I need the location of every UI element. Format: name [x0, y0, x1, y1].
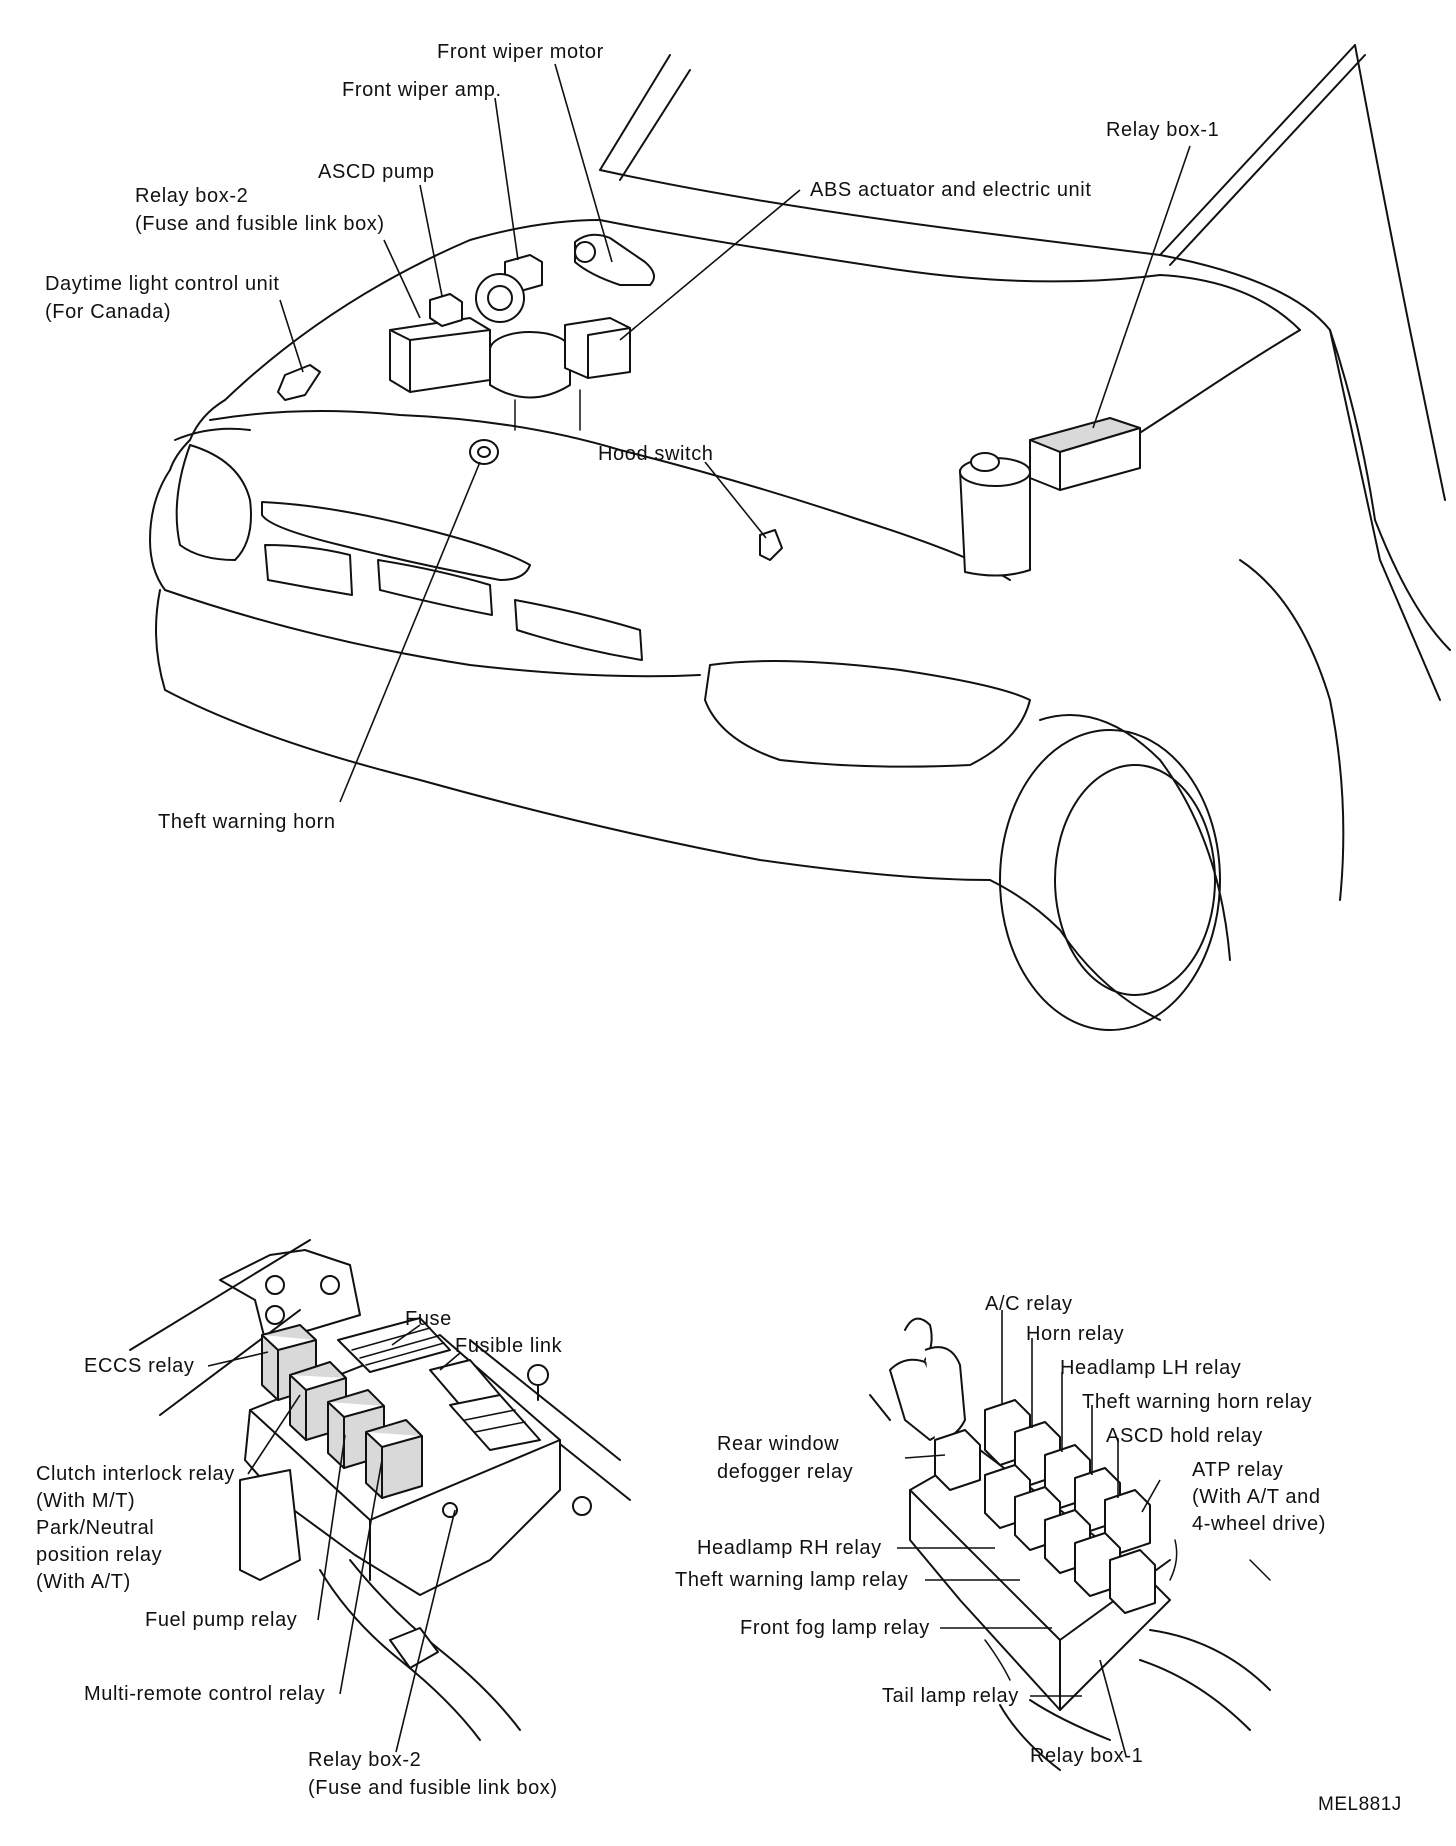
label-fuel-pump-relay: Fuel pump relay: [145, 1609, 297, 1631]
label-atp-line2: (With A/T and: [1192, 1486, 1321, 1508]
label-headlamp-lh-relay: Headlamp LH relay: [1060, 1357, 1241, 1379]
label-theft-warning-lamp-relay: Theft warning lamp relay: [675, 1569, 908, 1591]
label-clutch-line5: (With A/T): [36, 1571, 131, 1593]
label-front-wiper-amp: Front wiper amp.: [342, 79, 502, 101]
leader-rear-defogger: [904, 1454, 946, 1459]
relay-box-1-relays: [934, 1399, 1156, 1614]
relay-box-2-illustration: [129, 1239, 631, 1741]
label-relay-box-1-bottom: Relay box-1: [1030, 1745, 1143, 1767]
label-hood-switch: Hood switch: [598, 443, 714, 465]
label-daytime-light-line1: Daytime light control unit: [45, 273, 280, 295]
leader-theft-warning-horn: [339, 461, 481, 803]
label-relay-box-1: Relay box-1: [1106, 119, 1219, 141]
top-labels: Front wiper motor Front wiper amp. Relay…: [45, 41, 1219, 833]
label-rear-defogger-line1: Rear window: [717, 1433, 839, 1455]
leader-multi-remote-relay: [339, 1459, 383, 1695]
leader-fuse: [391, 1324, 421, 1346]
label-clutch-line3: Park/Neutral: [36, 1517, 154, 1539]
leader-fuel-pump-relay: [317, 1434, 346, 1621]
leader-front-wiper-motor: [554, 63, 613, 263]
vehicle-illustration: [149, 44, 1451, 1031]
leader-fusible-link: [439, 1352, 461, 1371]
leader-relay-box-1-bottom: [1099, 1659, 1127, 1757]
label-atp-line3: 4-wheel drive): [1192, 1513, 1326, 1535]
label-relay-box-2-line1: Relay box-2: [308, 1749, 421, 1771]
label-theft-warning-horn: Theft warning horn: [158, 811, 336, 833]
label-fusible-link: Fusible link: [455, 1335, 563, 1357]
label-clutch-line1: Clutch interlock relay: [36, 1463, 235, 1485]
leader-relay-box-2-bottom: [395, 1509, 456, 1753]
label-clutch-line4: position relay: [36, 1544, 162, 1566]
leader-front-wiper-amp: [494, 97, 519, 261]
label-relay-box-2-line2: (Fuse and fusible link box): [135, 213, 385, 235]
top-leader-lines: [279, 63, 1191, 803]
relay-box-2-leader-lines: [207, 1324, 461, 1753]
relay-box-1-illustration: [869, 1317, 1271, 1771]
label-atp-line1: ATP relay: [1192, 1459, 1283, 1481]
label-relay-box-2-line1: Relay box-2: [135, 185, 248, 207]
label-ascd-pump: ASCD pump: [318, 161, 435, 183]
label-front-fog-lamp-relay: Front fog lamp relay: [740, 1617, 930, 1639]
relay-box-2-labels: Fuse Fusible link ECCS relay Clutch inte…: [36, 1308, 563, 1799]
leader-atp-relay: [1141, 1479, 1161, 1513]
label-daytime-light-line2: (For Canada): [45, 301, 171, 323]
label-rear-defogger-line2: defogger relay: [717, 1461, 853, 1483]
label-headlamp-rh-relay: Headlamp RH relay: [697, 1537, 882, 1559]
label-relay-box-2-line2: (Fuse and fusible link box): [308, 1777, 558, 1799]
label-ac-relay: A/C relay: [985, 1293, 1073, 1315]
label-fuse: Fuse: [405, 1308, 452, 1330]
label-eccs-relay: ECCS relay: [84, 1355, 194, 1377]
label-abs-actuator: ABS actuator and electric unit: [810, 179, 1091, 201]
label-ascd-hold-relay: ASCD hold relay: [1106, 1425, 1263, 1447]
label-theft-warning-horn-relay: Theft warning horn relay: [1082, 1391, 1312, 1413]
leader-ascd-pump: [419, 184, 443, 297]
relay-box-1-labels: A/C relay Horn relay Headlamp LH relay T…: [675, 1293, 1326, 1767]
leader-clutch-relay: [247, 1394, 301, 1475]
relay-box-1-leader-lines: [897, 1310, 1161, 1757]
label-multi-remote-relay: Multi-remote control relay: [84, 1683, 325, 1705]
leader-relay-box-1: [1092, 145, 1191, 429]
figure-code: MEL881J: [1318, 1794, 1402, 1815]
label-clutch-line2: (With M/T): [36, 1490, 135, 1512]
label-front-wiper-motor: Front wiper motor: [437, 41, 604, 63]
label-horn-relay: Horn relay: [1026, 1323, 1124, 1345]
leader-eccs-relay: [207, 1351, 269, 1367]
leader-hood-switch: [704, 461, 767, 539]
label-tail-lamp-relay: Tail lamp relay: [882, 1685, 1019, 1707]
leader-relay-box-2: [383, 239, 421, 319]
leader-daytime-light: [279, 299, 304, 373]
leader-abs-actuator: [619, 189, 801, 341]
